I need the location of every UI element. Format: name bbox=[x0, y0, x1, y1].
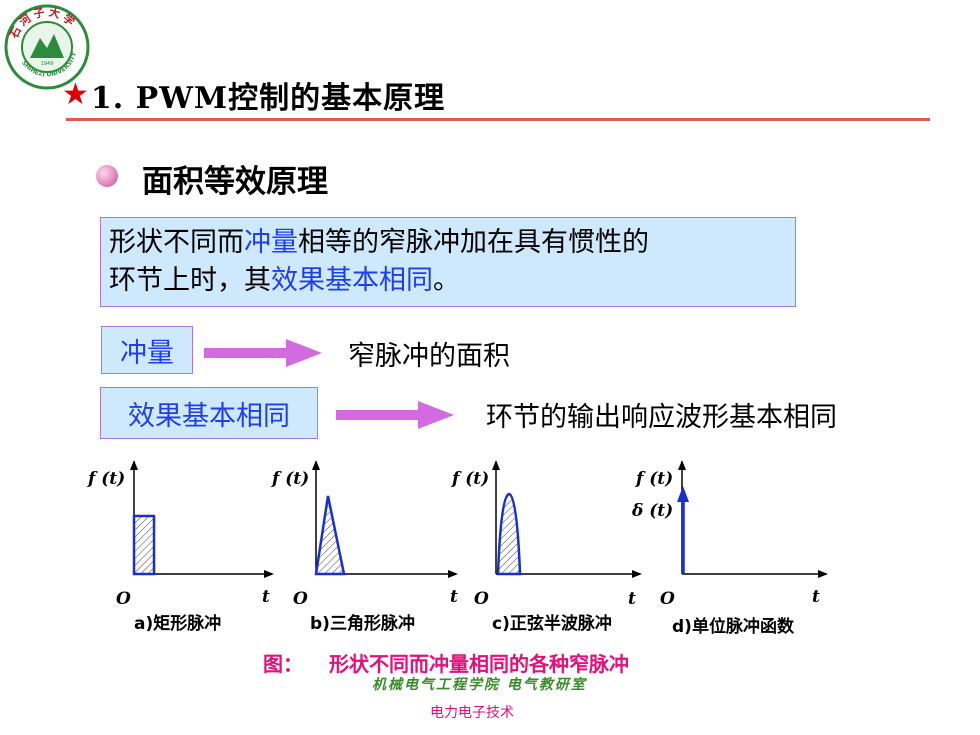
origin-label: O bbox=[474, 589, 489, 609]
subplot-unit-impulse: f (t) δ (t) O t d)单位脉冲函数 bbox=[631, 460, 828, 637]
term-meaning: 环节的输出响应波形基本相同 bbox=[486, 402, 837, 433]
impulse-arrowhead-icon bbox=[677, 486, 689, 502]
star-icon: ★ bbox=[62, 77, 89, 112]
y-axis-label: f (t) bbox=[635, 469, 673, 489]
subplot-rectangular-pulse: f (t) O t a)矩形脉冲 bbox=[87, 460, 274, 634]
y-axis-label: f (t) bbox=[451, 469, 489, 489]
definition-line-2: 环节上时，其效果基本相同。 bbox=[101, 262, 460, 300]
x-axis-label: t bbox=[450, 587, 458, 607]
definition-box: 形状不同而冲量相等的窄脉冲加在具有惯性的 环节上时，其效果基本相同。 bbox=[100, 217, 796, 307]
y-axis-label: f (t) bbox=[271, 469, 309, 489]
term-box-impulse: 冲量 bbox=[101, 326, 193, 374]
rectangular-pulse bbox=[132, 514, 156, 576]
subplot-half-sine-pulse: f (t) O t c)正弦半波脉冲 bbox=[451, 460, 642, 634]
triangular-pulse bbox=[314, 495, 346, 576]
x-axis-label: t bbox=[262, 587, 270, 607]
subplot-caption: d)单位脉冲函数 bbox=[672, 616, 795, 637]
arrow-right-icon bbox=[336, 401, 454, 429]
term-label: 效果基本相同 bbox=[128, 400, 290, 432]
department-footer: 机械电气工程学院 电气教研室 bbox=[372, 677, 587, 693]
definition-text: 相等的窄脉冲加在具有惯性的 bbox=[298, 227, 649, 258]
subplot-caption: b)三角形脉冲 bbox=[310, 613, 415, 634]
x-axis-label: t bbox=[812, 587, 820, 607]
origin-label: O bbox=[293, 589, 308, 609]
x-axis-label: t bbox=[628, 589, 636, 609]
term-label: 冲量 bbox=[120, 337, 174, 369]
term-meaning: 窄脉冲的面积 bbox=[348, 341, 510, 372]
definition-text: 形状不同而 bbox=[109, 227, 244, 258]
pulse-figure: f (t) O t a)矩形脉冲 f (t) O t b)三角形脉冲 f (t)… bbox=[87, 460, 828, 637]
half-sine-pulse bbox=[496, 492, 522, 576]
figure-caption: 图： 形状不同而冲量相同的各种窄脉冲 bbox=[263, 648, 629, 677]
logo-mountain-icon bbox=[30, 34, 64, 58]
slide-title-text: 1. PWM控制的基本原理 bbox=[90, 81, 446, 116]
university-logo: 石河子大学 1949 SHIHEZI UNIVERSITY bbox=[4, 4, 90, 90]
figure-caption-prefix: 图： bbox=[263, 652, 303, 676]
definition-highlight: 效果基本相同 bbox=[271, 265, 433, 296]
title-divider bbox=[66, 118, 930, 121]
y-axis-label-delta: δ (t) bbox=[631, 501, 673, 521]
subplot-caption: c)正弦半波脉冲 bbox=[492, 613, 612, 634]
definition-text: 环节上时，其 bbox=[109, 265, 271, 296]
logo-year: 1949 bbox=[41, 61, 54, 67]
section-heading: 面积等效原理 bbox=[142, 164, 328, 200]
definition-text: 。 bbox=[433, 265, 460, 296]
subplot-triangular-pulse: f (t) O t b)三角形脉冲 bbox=[271, 460, 458, 634]
definition-highlight: 冲量 bbox=[244, 227, 298, 258]
term-box-same-effect: 效果基本相同 bbox=[100, 387, 318, 439]
figure-caption-text: 形状不同而冲量相同的各种窄脉冲 bbox=[329, 652, 629, 676]
subplot-caption: a)矩形脉冲 bbox=[134, 613, 221, 634]
bullet-icon bbox=[96, 165, 118, 187]
y-axis-label: f (t) bbox=[87, 469, 125, 489]
origin-label: O bbox=[116, 589, 131, 609]
definition-line-1: 形状不同而冲量相等的窄脉冲加在具有惯性的 bbox=[101, 224, 649, 262]
arrow-right-icon bbox=[204, 339, 322, 367]
slide-title: ★ 1. PWM控制的基本原理 bbox=[62, 72, 445, 118]
course-footer: 电力电子技术 bbox=[430, 705, 514, 721]
origin-label: O bbox=[660, 589, 675, 609]
